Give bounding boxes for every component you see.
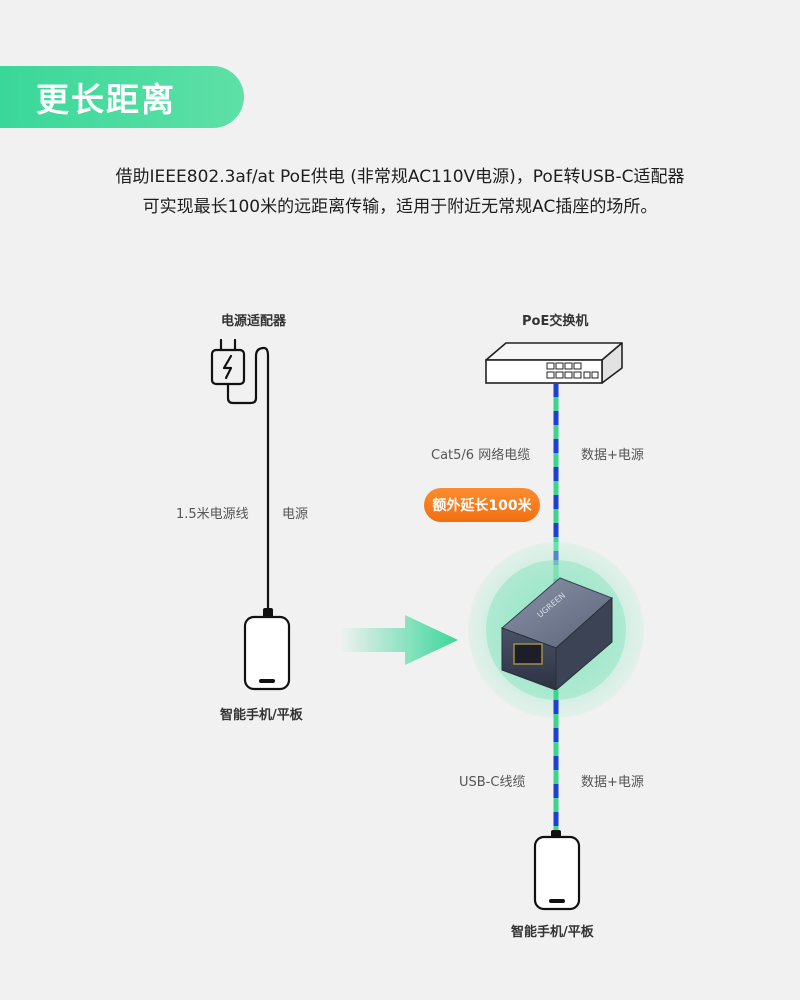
- phone-icon-right: [533, 835, 581, 911]
- poe-switch-label: PoE交换机: [522, 314, 589, 329]
- description-line-2: 可实现最长100米的远距离传输，适用于附近无常规AC插座的场所。: [142, 197, 658, 217]
- header-banner: 更长距离: [0, 66, 244, 128]
- network-cable-label: Cat5/6 网络电缆: [431, 448, 531, 463]
- poe-usb-c-adapter: UGREEN: [501, 577, 613, 692]
- rj45-port: [513, 643, 543, 665]
- device-label-right: 智能手机/平板: [511, 925, 594, 940]
- data-power-label-bottom: 数据+电源: [581, 775, 644, 790]
- data-power-label-top: 数据+电源: [581, 448, 644, 463]
- page-title: 更长距离: [36, 80, 176, 119]
- cable-connector: [263, 608, 273, 618]
- power-label: 电源: [282, 507, 309, 522]
- poe-switch-icon: [485, 342, 623, 384]
- usb-c-cable-label: USB-C线缆: [459, 775, 526, 790]
- power-plug-icon: [210, 338, 270, 612]
- device-label-left: 智能手机/平板: [220, 708, 303, 723]
- power-adapter-label: 电源适配器: [221, 314, 287, 329]
- description-line-1: 借助IEEE802.3af/at PoE供电 (非常规AC110V电源)，PoE…: [115, 167, 685, 187]
- extension-badge: 额外延长100米: [424, 488, 540, 522]
- phone-icon-left: [243, 615, 291, 691]
- power-cable-label: 1.5米电源线: [176, 507, 249, 522]
- direction-arrow: [340, 615, 458, 665]
